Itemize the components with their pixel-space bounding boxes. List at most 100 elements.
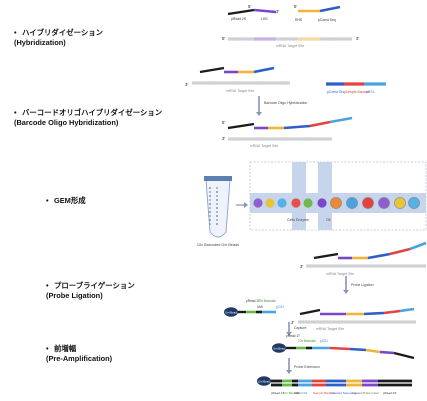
- pcs1-label: pCS1: [366, 90, 375, 94]
- tenx-barcode-label: 10x Barcode: [283, 391, 300, 395]
- gel-bead-label: Gel Bead: [258, 380, 270, 384]
- five-prime-label: 5': [222, 36, 225, 41]
- rhs-label: RHS: [295, 18, 303, 22]
- bead-dot: [216, 187, 218, 189]
- lhs-binding-site: [254, 37, 276, 41]
- gel-bead: [253, 198, 263, 208]
- step-gem-formation: •GEM形成: [46, 196, 86, 205]
- step-label-en: (Barcode Oligo Hybridization): [14, 117, 119, 127]
- pread2s-label: pRead 2S: [231, 17, 247, 21]
- step-label-en: (Hybridization): [14, 37, 66, 47]
- bead-dot: [209, 195, 211, 197]
- mrna-target-label: mRNA Target Site: [250, 144, 279, 148]
- pconst-segment: [349, 347, 367, 352]
- channel-vertical-oil: [318, 162, 332, 230]
- cells-enzyme-label: Cells Enzyme: [287, 218, 309, 222]
- probe-read2-segment: [199, 66, 225, 74]
- gel-bead-tube-cap: [204, 176, 232, 181]
- bead-dot: [209, 219, 211, 221]
- mrna-target-label: mRNA Target Site: [226, 89, 255, 93]
- probe-read2-segment: [299, 308, 321, 316]
- bead-dot: [216, 223, 218, 225]
- gel-bead: [346, 197, 358, 209]
- gel-bead: [277, 198, 287, 208]
- gel-bead: [303, 198, 313, 208]
- gel-bead: [378, 197, 390, 209]
- step-label-jp: ハイブリダイゼーション: [22, 28, 104, 37]
- gel-bead-tube: [205, 179, 231, 238]
- mrna-target-label: mRNA Target Site: [326, 272, 355, 276]
- process-arrow-head: [343, 290, 349, 294]
- barcode-oligo-hyb-step-label: Barcode Oligo Hybridization: [264, 101, 307, 105]
- pcs1-label: pCS1: [276, 305, 284, 309]
- bead-dot: [216, 195, 218, 197]
- bead-dot: [216, 211, 218, 213]
- gel-bead: [317, 198, 327, 208]
- process-arrow-head: [286, 332, 292, 336]
- three-prime-label: 3': [300, 264, 303, 269]
- gem-pointer-head: [244, 202, 248, 208]
- capture-step-label: Capture: [294, 326, 307, 330]
- five-prime-label: 5': [222, 120, 225, 125]
- pconst-segment: [363, 311, 385, 316]
- lhs-segment: [253, 8, 277, 14]
- gel-bead-label: Gel Bead: [225, 311, 237, 315]
- pconst-label: pConst Seq: [318, 18, 336, 22]
- process-arrow-head: [256, 112, 262, 116]
- probe-read2-segment: [393, 351, 415, 360]
- bead-dot: [216, 203, 218, 205]
- gel-bead: [291, 198, 301, 208]
- probe-extension-step-label: Probe Extension: [294, 365, 320, 369]
- probe-ligation-step-label: Probe Ligation: [351, 283, 374, 287]
- pcs1-label: pCS1: [320, 339, 328, 343]
- gel-bead: [224, 307, 238, 317]
- pread1t-label: pRead 1T: [286, 334, 300, 338]
- three-prime-label: 3': [222, 136, 225, 141]
- tenx-barcode-label: 10x Barcode: [258, 299, 276, 303]
- sample-barcode-label: Sample Barcode: [313, 391, 336, 395]
- five-prime-label: 5': [248, 4, 251, 9]
- probe-read2-segment: [227, 8, 255, 16]
- pconst-label: pConst Seq: [327, 90, 345, 94]
- probe-read2-segment: [313, 252, 339, 260]
- pcs1-segment: [329, 116, 353, 124]
- pread1t-label: pRead 1T: [271, 391, 284, 395]
- sample-barcode-segment: [329, 346, 351, 351]
- pcs1-segment: [409, 241, 427, 251]
- gel-bead: [408, 197, 420, 209]
- step-probe-ligation: •プローブライゲーション (Probe Ligation): [46, 281, 135, 300]
- mrna-target-label: mRNA Target Site: [316, 327, 345, 331]
- bead-dot: [209, 187, 211, 189]
- ligated-probe-insert-label: Ligated Probe Insert: [352, 391, 379, 395]
- five-prime-label: 5': [294, 4, 297, 9]
- bead-dot: [209, 211, 211, 213]
- three-prime-label: 3': [291, 320, 294, 325]
- pread2s-label: pRead 2S: [383, 391, 396, 395]
- gel-bead: [394, 197, 406, 209]
- bead-dot: [216, 219, 218, 221]
- step-label-jp: バーコードオリゴハイブリダイゼーション: [22, 108, 163, 117]
- mrna-strand: [192, 81, 290, 85]
- oil-label: Oil: [326, 218, 331, 222]
- sample-barcode-label: Sample Barcode: [345, 90, 370, 94]
- bead-dot: [216, 215, 218, 217]
- umi-label: UMI: [257, 305, 263, 309]
- sample-barcode-segment: [383, 309, 401, 315]
- bead-dot: [209, 207, 211, 209]
- step-barcode-oligo-hybridization: •バーコードオリゴハイブリダイゼーション (Barcode Oligo Hybr…: [14, 108, 163, 127]
- constant-sequence-label: Constant Sequence: [330, 391, 357, 395]
- gel-bead: [272, 343, 286, 353]
- rhs-binding-site: [298, 37, 320, 41]
- bead-dot: [209, 223, 211, 225]
- step-label-en: (Probe Ligation): [46, 290, 103, 300]
- pconst-segment: [367, 252, 391, 260]
- bead-dot: [209, 191, 211, 193]
- bead-dot: [216, 199, 218, 201]
- lhs-segment: [379, 350, 395, 355]
- gel-bead: [330, 197, 342, 209]
- mrna-target-label: mRNA Target Site: [276, 44, 305, 48]
- pconst-segment: [283, 124, 311, 130]
- step-hybridization: •ハイブリダイゼーション (Hybridization): [14, 28, 104, 47]
- bead-dot: [209, 215, 211, 217]
